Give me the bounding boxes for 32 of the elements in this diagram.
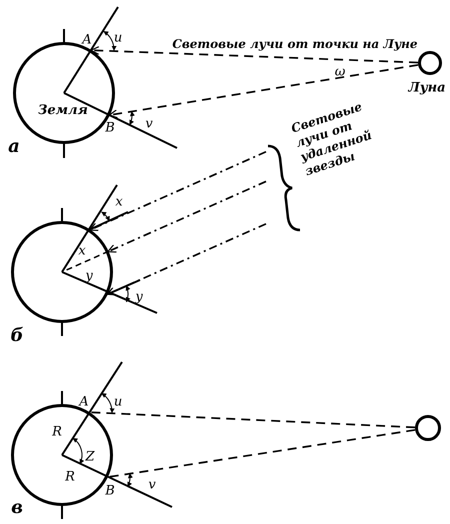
earth-circle: [13, 42, 115, 144]
angle-label: x: [78, 244, 86, 258]
light-ray: [106, 223, 266, 296]
panel-label: а: [8, 138, 20, 156]
radius-label: R: [52, 426, 62, 438]
angle-label: v: [148, 478, 156, 492]
light-ray: [108, 64, 418, 118]
light-ray: [90, 411, 416, 428]
light-ray: [89, 151, 266, 232]
angle-label: Z: [85, 450, 95, 464]
light-ray: [107, 180, 266, 253]
moon-circle: [418, 51, 442, 75]
panel-label: в: [11, 499, 23, 517]
angle-label: y: [135, 290, 143, 304]
angle-label: ω: [334, 66, 346, 78]
edge-label: Световые лучи от точки на Луне: [170, 38, 420, 50]
point-label: A: [79, 396, 89, 408]
angle-label: u: [114, 32, 122, 44]
light-ray: [90, 46, 418, 64]
radius-label: R: [65, 470, 75, 484]
earth-circle: [11, 221, 113, 323]
point-label: A: [82, 34, 92, 46]
light-ray: [108, 429, 416, 478]
point-label: B: [105, 122, 115, 134]
angle-label: x: [115, 196, 123, 208]
point-label: B: [105, 484, 115, 498]
angle-label: u: [114, 396, 122, 408]
panel-label: б: [10, 327, 24, 345]
angle-label: v: [145, 118, 153, 130]
moon-circle: [415, 415, 441, 441]
moon-label: Луна: [408, 82, 446, 94]
earth-label: Земля: [38, 103, 88, 118]
